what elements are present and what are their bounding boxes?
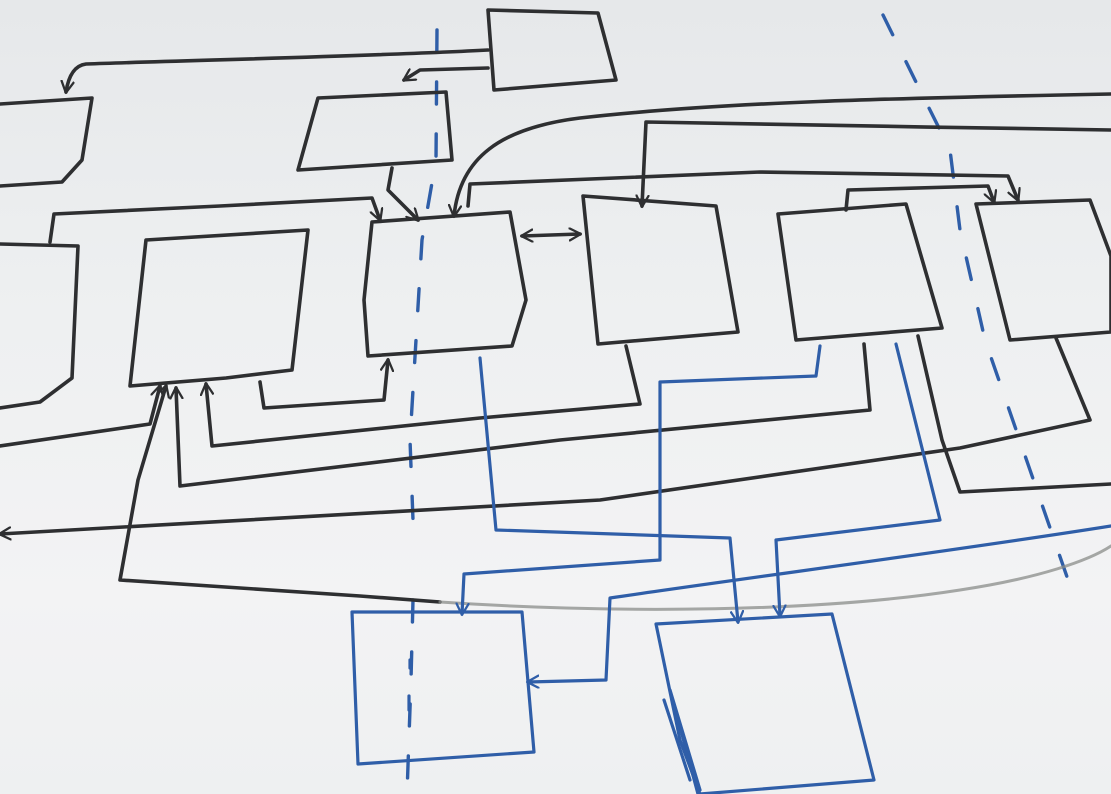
blue-arrows	[462, 342, 1111, 682]
arrow-box-3-to-box-1	[206, 344, 642, 448]
arrow-upper-middle-to-box-2	[386, 166, 420, 222]
arrow-box-4-to-box-5	[844, 184, 994, 212]
faint-curve	[438, 544, 1111, 611]
arrow-top-to-upper-middle	[404, 66, 490, 82]
box-2	[362, 210, 528, 358]
box-top-right	[486, 8, 618, 92]
arrow-box-5-to-box-4	[0, 336, 1092, 534]
arrow-box-2-box-3	[522, 234, 580, 236]
box-5	[974, 198, 1111, 342]
arrow-left-to-box-1	[0, 386, 160, 448]
top-row-boxes	[0, 8, 618, 188]
divider-left-bottom	[405, 598, 415, 794]
divider-right	[881, 13, 1077, 602]
arrow-top-to-box-3	[642, 120, 1111, 206]
dark-arrows	[0, 48, 1111, 604]
arrow-right-to-bottom-left	[528, 524, 1111, 682]
faint-lines	[438, 544, 1111, 611]
arrow-long-top-to-box-2	[454, 92, 1111, 216]
middle-row-boxes	[0, 194, 1111, 410]
box-bottom-right-scribble	[662, 688, 702, 794]
box-4	[776, 202, 944, 342]
box-bottom-left	[350, 610, 536, 766]
bottom-row-boxes	[350, 610, 876, 794]
arrow-box-4-to-box-1	[176, 342, 872, 488]
arrow-box-4-right-down	[916, 334, 1111, 494]
divider-left	[408, 28, 439, 522]
arrow-box-1-top-to-box-2	[48, 196, 380, 244]
arrow-box-1-to-bottom	[118, 386, 442, 604]
box-upper-left	[0, 96, 94, 188]
box-bottom-right	[654, 612, 876, 794]
box-left-edge	[0, 242, 80, 410]
arrow-box-1-to-box-2-bottom	[258, 360, 388, 410]
box-1	[128, 228, 310, 388]
arrow-box-2-to-bottom-right	[478, 356, 738, 622]
arrow-top-to-upper-left	[66, 48, 490, 92]
divider-lines	[405, 13, 1077, 794]
box-bottom-left-mark	[407, 658, 412, 712]
arrow-box-2-to-box-5	[466, 170, 1018, 208]
arrow-box-4-to-bottom-right	[776, 342, 942, 616]
box-upper-middle	[296, 90, 454, 172]
arrow-box-4-to-bottom-left	[462, 344, 822, 614]
box-3	[581, 194, 740, 346]
